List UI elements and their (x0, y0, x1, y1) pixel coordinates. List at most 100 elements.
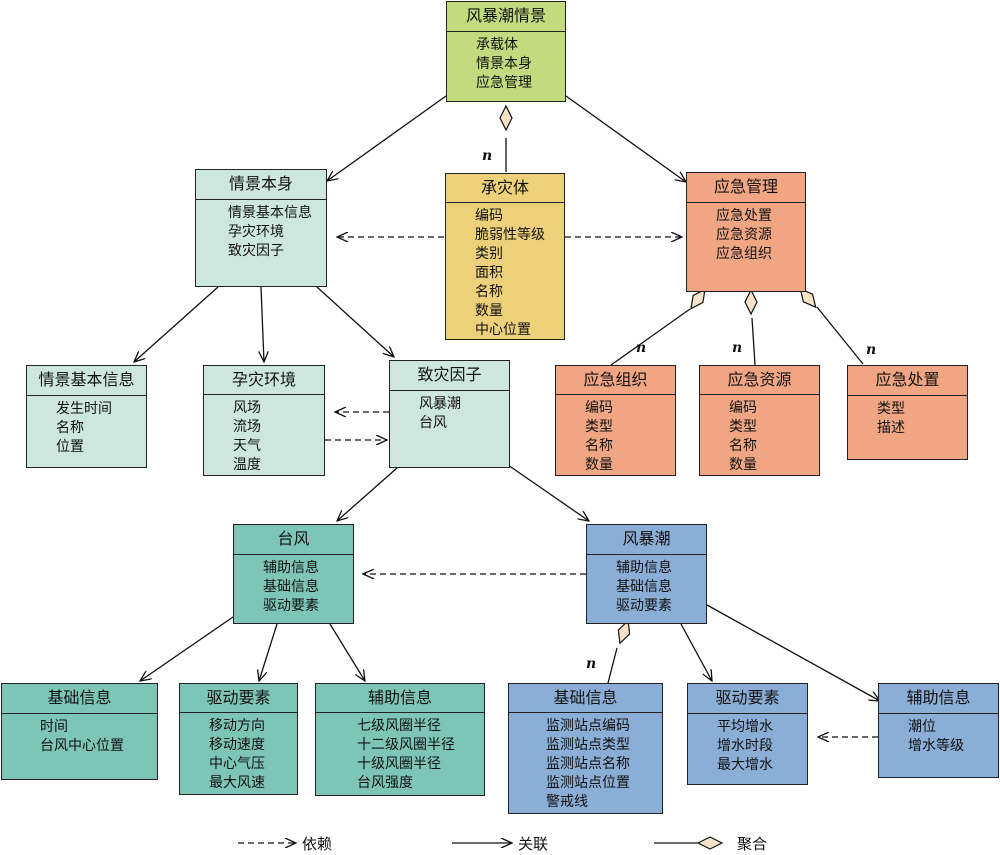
attribute-item: 最大增水 (717, 757, 773, 773)
attribute-item: 名称 (585, 438, 613, 454)
box-attributes: 风暴潮台风 (390, 391, 509, 437)
box-attributes: 编码脆弱性等级类别面积名称数量中心位置 (446, 203, 564, 344)
attribute-item: 描述 (877, 420, 905, 436)
attribute-item: 基础信息 (616, 579, 672, 595)
association-arrow (680, 623, 712, 681)
box-attributes: 时间台风中心位置 (2, 714, 157, 760)
box-title: 基础信息 (509, 684, 662, 713)
attribute-item: 增水等级 (908, 738, 964, 754)
box-attributes: 应急处置应急资源应急组织 (687, 203, 805, 268)
box-emergency-org: 应急组织编码类型名称数量 (555, 365, 676, 476)
association-arrow (507, 464, 589, 521)
attribute-item: 最大风速 (209, 775, 265, 791)
attribute-item: 位置 (56, 439, 84, 455)
aggregation-diamond (799, 287, 817, 309)
attribute-item: 编码 (729, 400, 757, 416)
box-attributes: 类型描述 (848, 396, 967, 442)
box-typhoon-basic: 基础信息时间台风中心位置 (1, 683, 158, 780)
box-attributes: 潮位增水等级 (879, 714, 998, 760)
legend-dependency-label: 依赖 (302, 835, 333, 853)
legend-association-label: 关联 (518, 835, 549, 853)
attribute-item: 情景本身 (476, 56, 532, 72)
box-attributes: 监测站点编码监测站点类型监测站点名称监测站点位置警戒线 (509, 713, 662, 816)
box-attributes: 编码类型名称数量 (700, 395, 819, 479)
box-carrier: 承灾体编码脆弱性等级类别面积名称数量中心位置 (445, 173, 565, 340)
attribute-item: 时间 (40, 719, 68, 735)
attribute-item: 类型 (729, 419, 757, 435)
attribute-item: 数量 (475, 303, 503, 319)
association-arrow (565, 95, 686, 182)
attribute-item: 七级风圈半径 (357, 718, 441, 734)
multiplicity-label: n (482, 148, 493, 164)
attribute-item: 风场 (233, 400, 261, 416)
attribute-item: 台风中心位置 (40, 738, 124, 754)
box-surge-aux: 辅助信息潮位增水等级 (878, 683, 999, 778)
aggregation-line (610, 308, 691, 366)
attribute-item: 流场 (233, 419, 261, 435)
attribute-item: 类型 (877, 401, 905, 417)
box-title: 驱动要素 (688, 684, 807, 714)
attribute-item: 孕灾环境 (228, 224, 284, 240)
attribute-item: 风暴潮 (419, 396, 461, 412)
box-scene-itself: 情景本身情景基本信息孕灾环境致灾因子 (195, 169, 327, 287)
attribute-item: 脆弱性等级 (475, 227, 545, 243)
attribute-item: 天气 (233, 438, 261, 454)
attribute-item: 情景基本信息 (228, 205, 312, 221)
box-attributes: 辅助信息基础信息驱动要素 (234, 555, 353, 620)
attribute-item: 致灾因子 (228, 243, 284, 259)
attribute-item: 辅助信息 (616, 560, 672, 576)
box-title: 应急资源 (700, 366, 819, 395)
attribute-item: 类别 (475, 246, 503, 262)
box-environment: 孕灾环境风场流场天气温度 (203, 365, 325, 476)
multiplicity-label: n (732, 340, 743, 356)
box-title: 情景基本信息 (27, 366, 146, 396)
aggregation-line (816, 306, 864, 365)
box-surge-driver: 驱动要素平均增水增水时段最大增水 (687, 683, 808, 785)
attribute-item: 驱动要素 (263, 598, 319, 614)
box-title: 台风 (234, 525, 353, 555)
box-disaster-factor: 致灾因子风暴潮台风 (389, 360, 510, 468)
attribute-item: 应急资源 (716, 227, 772, 243)
box-title: 辅助信息 (879, 684, 998, 714)
box-typhoon: 台风辅助信息基础信息驱动要素 (233, 524, 354, 624)
attribute-item: 中心气压 (209, 756, 265, 772)
association-arrow (134, 286, 219, 362)
attribute-item: 名称 (56, 420, 84, 436)
box-surge-basic: 基础信息监测站点编码监测站点类型监测站点名称监测站点位置警戒线 (508, 683, 663, 814)
box-attributes: 七级风圈半径十二级风圈半径十级风圈半径台风强度 (316, 713, 484, 797)
box-title: 孕灾环境 (204, 366, 324, 395)
legend-aggregation-label: 聚合 (737, 835, 768, 853)
box-title: 驱动要素 (180, 684, 297, 713)
attribute-item: 台风 (419, 415, 447, 431)
attribute-item: 台风强度 (357, 775, 413, 791)
attribute-item: 温度 (233, 457, 261, 473)
association-arrow (706, 604, 880, 701)
box-attributes: 情景基本信息孕灾环境致灾因子 (196, 200, 326, 265)
aggregation-diamond (617, 619, 631, 645)
box-storm-surge-scenario: 风暴潮情景承载体情景本身应急管理 (446, 1, 566, 102)
box-typhoon-aux: 辅助信息七级风圈半径十二级风圈半径十级风圈半径台风强度 (315, 683, 485, 796)
box-attributes: 平均增水增水时段最大增水 (688, 714, 807, 779)
box-scene-basic-info: 情景基本信息发生时间名称位置 (26, 365, 147, 468)
attribute-item: 名称 (475, 284, 503, 300)
attribute-item: 监测站点类型 (546, 737, 630, 753)
box-title: 辅助信息 (316, 684, 484, 713)
aggregation-diamond (744, 288, 758, 316)
attribute-item: 潮位 (908, 719, 936, 735)
association-arrow (261, 286, 264, 362)
aggregation-diamond (690, 288, 706, 310)
attribute-item: 增水时段 (717, 738, 773, 754)
aggregation-line (751, 317, 756, 366)
attribute-item: 监测站点名称 (546, 756, 630, 772)
attribute-item: 辅助信息 (263, 560, 319, 576)
attribute-item: 监测站点位置 (546, 775, 630, 791)
association-arrow (259, 623, 278, 681)
box-title: 情景本身 (196, 170, 326, 200)
attribute-item: 基础信息 (263, 579, 319, 595)
box-attributes: 编码类型名称数量 (556, 395, 675, 479)
box-title: 承灾体 (446, 174, 564, 203)
box-attributes: 承载体情景本身应急管理 (447, 32, 565, 97)
legend-aggregation-diamond (696, 836, 724, 850)
attribute-item: 监测站点编码 (546, 718, 630, 734)
association-arrow (140, 616, 234, 681)
